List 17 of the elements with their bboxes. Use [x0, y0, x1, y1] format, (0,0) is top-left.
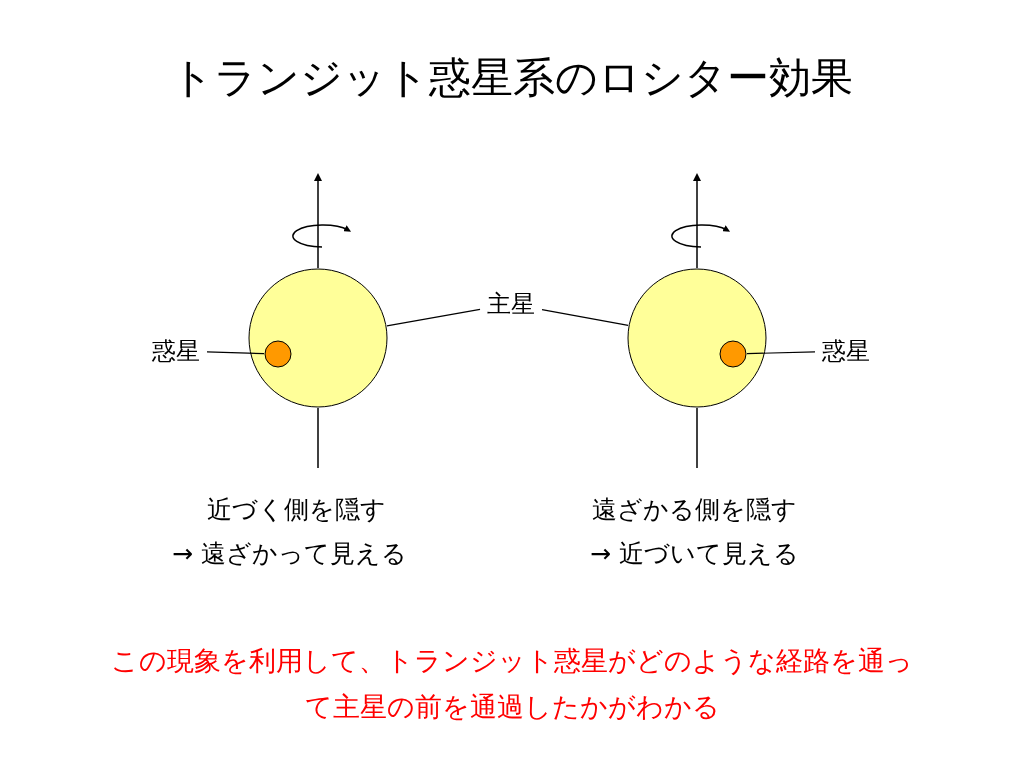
- part-label: 惑星: [815, 335, 877, 367]
- leader-line: [541, 309, 629, 326]
- leader-line: [206, 351, 265, 355]
- star-circle: [627, 268, 767, 408]
- description-text: → 近づいて見える: [590, 538, 799, 570]
- description-text: 近づく側を隠す: [207, 494, 386, 526]
- description-text: 遠ざかる側を隠す: [592, 494, 797, 526]
- part-label: 主星: [480, 288, 542, 320]
- description-text: → 遠ざかって見える: [172, 538, 407, 570]
- star-circle: [248, 268, 388, 408]
- planet-circle: [264, 340, 292, 368]
- title: トランジット惑星系のロシター効果: [170, 52, 854, 104]
- leader-line: [746, 351, 816, 355]
- part-label: 惑星: [145, 335, 207, 367]
- leader-line: [386, 308, 481, 327]
- planet-circle: [719, 340, 747, 368]
- caption: この現象を利用して、トランジット惑星がどのような経路を通って主星の前を通過したかがわかる: [110, 644, 914, 724]
